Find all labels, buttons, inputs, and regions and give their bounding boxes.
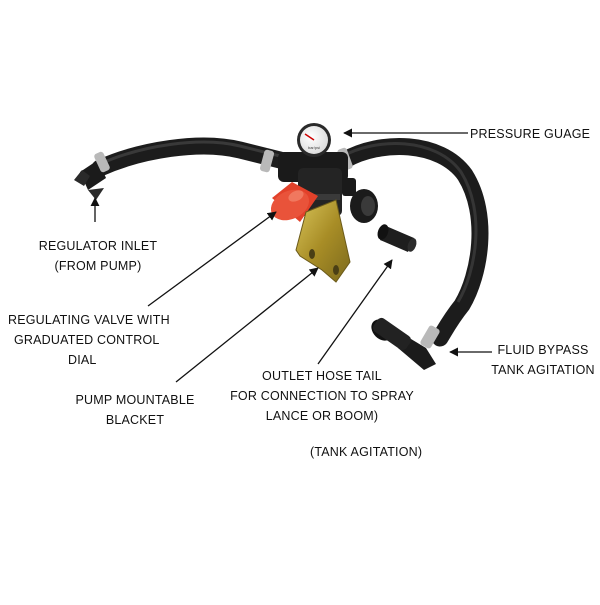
label-fluid-bypass: FLUID BYPASS TANK AGITATION <box>491 343 595 377</box>
bypass-elbow <box>371 317 440 370</box>
label-pressure-gauge: PRESSURE GUAGE <box>470 127 591 141</box>
svg-text:bar/psi: bar/psi <box>308 145 320 150</box>
pump-mount-bracket <box>295 199 351 283</box>
label-regulating-valve: REGULATING VALVE WITH GRADUATED CONTROL … <box>8 313 170 367</box>
arrow-outlet-hose <box>317 259 393 365</box>
pressure-gauge: bar/psi <box>297 123 331 157</box>
label-outlet-hose-tail: OUTLET HOSE TAIL FOR CONNECTION TO SPRAY… <box>230 369 414 423</box>
outlet-nut <box>350 189 378 223</box>
label-regulator-inlet: REGULATOR INLET (FROM PUMP) <box>38 239 158 273</box>
regulator-inlet-fitting <box>74 151 110 200</box>
arrow-pump-bracket <box>175 267 319 383</box>
right-hose <box>336 138 489 347</box>
outlet-hose-tail <box>377 224 417 252</box>
label-tank-agitation-note: (TANK AGITATION) <box>310 445 423 459</box>
arrow-regulating-valve <box>147 211 277 307</box>
label-pump-bracket: PUMP MOUNTABLE BLACKET <box>75 393 195 427</box>
left-hose-clamp <box>259 149 275 173</box>
